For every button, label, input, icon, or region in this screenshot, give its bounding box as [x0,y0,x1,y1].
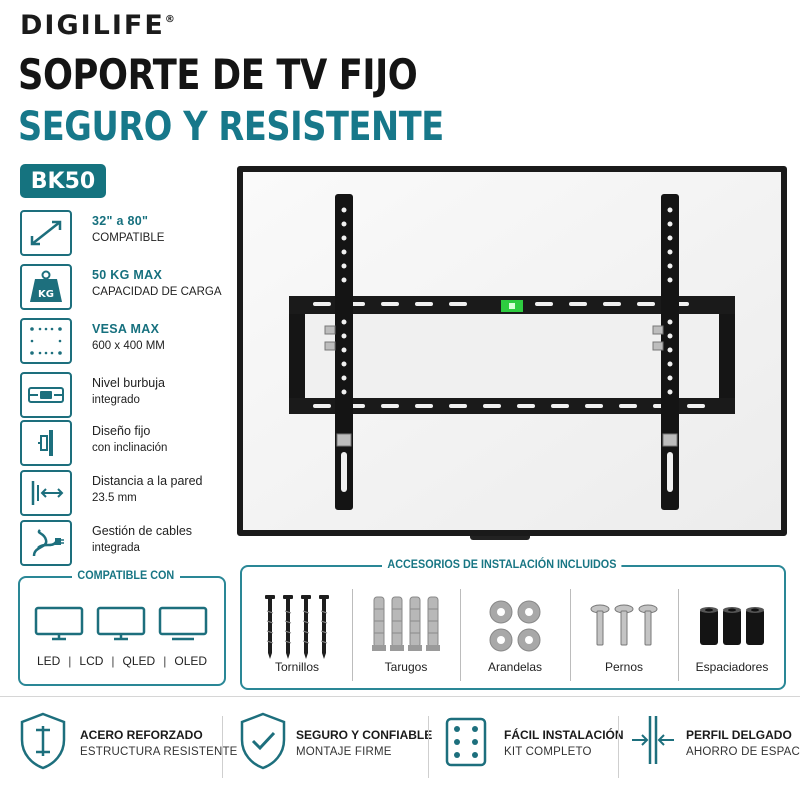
feature-vesa-desc: 600 x 400 MM [92,340,165,352]
feature-load: KG 50 KG MAX CAPACIDAD DE CARGA [20,264,240,310]
compatible-types: LED | LCD | QLED | OLED [20,654,224,668]
feature-distance-title: Distancia a la pared [92,474,203,488]
feature-level: Nivel burbuja integrado [20,372,240,418]
divider [460,589,461,681]
wall-mount-bracket [243,172,781,530]
divider [352,589,353,681]
type-qled: QLED [122,654,156,668]
benefit-secure-subtitle: MONTAJE FIRME [296,746,392,758]
benefit-steel: ACERO REFORZADO ESTRUCTURA RESISTENTE [18,708,237,782]
fixed-tilt-icon [20,420,72,466]
bolts-icon [570,591,678,661]
compatible-panel: COMPATIBLE CON LED | LCD | QLED | OLED [18,568,226,686]
spacers-icon [678,591,786,661]
benefit-install-subtitle: KIT COMPLETO [504,746,592,758]
bubble-level-icon [20,372,72,418]
divider [222,716,223,778]
feature-tilt-title: Diseño fijo [92,424,151,438]
type-separator: | [111,654,115,668]
benefit-install-title: FÁCIL INSTALACIÓN [504,728,624,742]
accessories-panel: ACCESORIOS DE INSTALACIÓN INCLUIDOS Torn… [240,557,786,690]
divider [570,589,571,681]
monitor-qled-icon [158,606,208,647]
monitor-lcd-icon [96,606,146,647]
accessory-wall-plugs: Tarugos [352,567,460,688]
feature-cables-desc: integrada [92,542,140,554]
compatible-title: COMPATIBLE CON [72,568,180,582]
shield-tools-icon [18,712,68,775]
benefit-slim-subtitle: AHORRO DE ESPACIO [686,746,800,758]
section-divider [0,696,800,697]
benefit-steel-title: ACERO REFORZADO [80,728,203,742]
page-title: SOPORTE DE TV FIJO [18,50,418,99]
benefit-slim: PERFIL DELGADO AHORRO DE ESPACIO [630,708,800,782]
divider [428,716,429,778]
kg-weight-icon: KG [20,264,72,310]
benefit-secure-title: SEGURO Y CONFIABLE [296,728,433,742]
feature-vesa-title: VESA MAX [92,322,160,336]
feature-cables: Gestión de cables integrada [20,520,240,566]
accessory-screws-label: Tornillos [274,660,319,674]
diagonal-arrow-icon [20,210,72,256]
model-badge: BK50 [20,164,106,198]
type-separator: | [68,654,72,668]
brand-logo: DIGILIFE® [20,10,175,41]
accessory-spacers: Espaciadores [678,567,786,688]
feature-distance: Distancia a la pared 23.5 mm [20,470,240,516]
divider [678,589,679,681]
feature-level-desc: integrado [92,394,140,406]
benefit-secure: SEGURO Y CONFIABLE MONTAJE FIRME [238,708,432,782]
registered-mark: ® [164,14,175,25]
type-separator: | [163,654,167,668]
feature-cables-title: Gestión de cables [92,524,193,538]
wall-distance-icon [20,470,72,516]
page-subtitle: SEGURO Y RESISTENTE [18,104,444,150]
accessory-screws: Tornillos [242,567,352,688]
benefit-install: FÁCIL INSTALACIÓN KIT COMPLETO [444,708,624,782]
accessories-title: ACCESORIOS DE INSTALACIÓN INCLUIDOS [382,557,622,571]
accessory-bolts-label: Pernos [604,660,644,674]
washers-icon [460,591,570,661]
monitor-led-icon [34,606,84,647]
brand-name: DIGILIFE [20,10,165,41]
feature-tilt-desc: con inclinación [92,442,168,454]
feature-vesa: VESA MAX 600 x 400 MM [20,318,240,364]
accessory-washers: Arandelas [460,567,570,688]
type-led: LED [36,654,61,668]
feature-size-desc: COMPATIBLE [92,232,165,244]
install-kit-icon [444,716,488,773]
tv-product-illustration [237,166,787,536]
vesa-grid-icon [20,318,72,364]
accessory-spacers-label: Espaciadores [695,660,769,674]
feature-size-title: 32" a 80" [92,214,149,228]
feature-size: 32" a 80" COMPATIBLE [20,210,240,256]
feature-load-desc: CAPACIDAD DE CARGA [92,286,222,298]
feature-load-title: 50 KG MAX [92,268,163,282]
tv-base-edge [470,536,530,540]
slim-profile-icon [630,712,676,773]
divider [618,716,619,778]
accessory-washers-label: Arandelas [487,660,543,674]
accessory-wall-plugs-label: Tarugos [384,660,428,674]
benefit-slim-title: PERFIL DELGADO [686,728,792,742]
screws-icon [242,591,352,661]
type-lcd: LCD [79,654,104,668]
benefit-steel-subtitle: ESTRUCTURA RESISTENTE [80,746,238,758]
feature-level-title: Nivel burbuja [92,376,165,390]
cable-management-icon [20,520,72,566]
wall-plugs-icon [352,591,460,661]
type-oled: OLED [174,654,208,668]
shield-check-icon [238,712,288,775]
feature-tilt: Diseño fijo con inclinación [20,420,240,466]
accessory-bolts: Pernos [570,567,678,688]
kg-icon-text: KG [38,289,54,300]
feature-distance-desc: 23.5 mm [92,492,137,504]
